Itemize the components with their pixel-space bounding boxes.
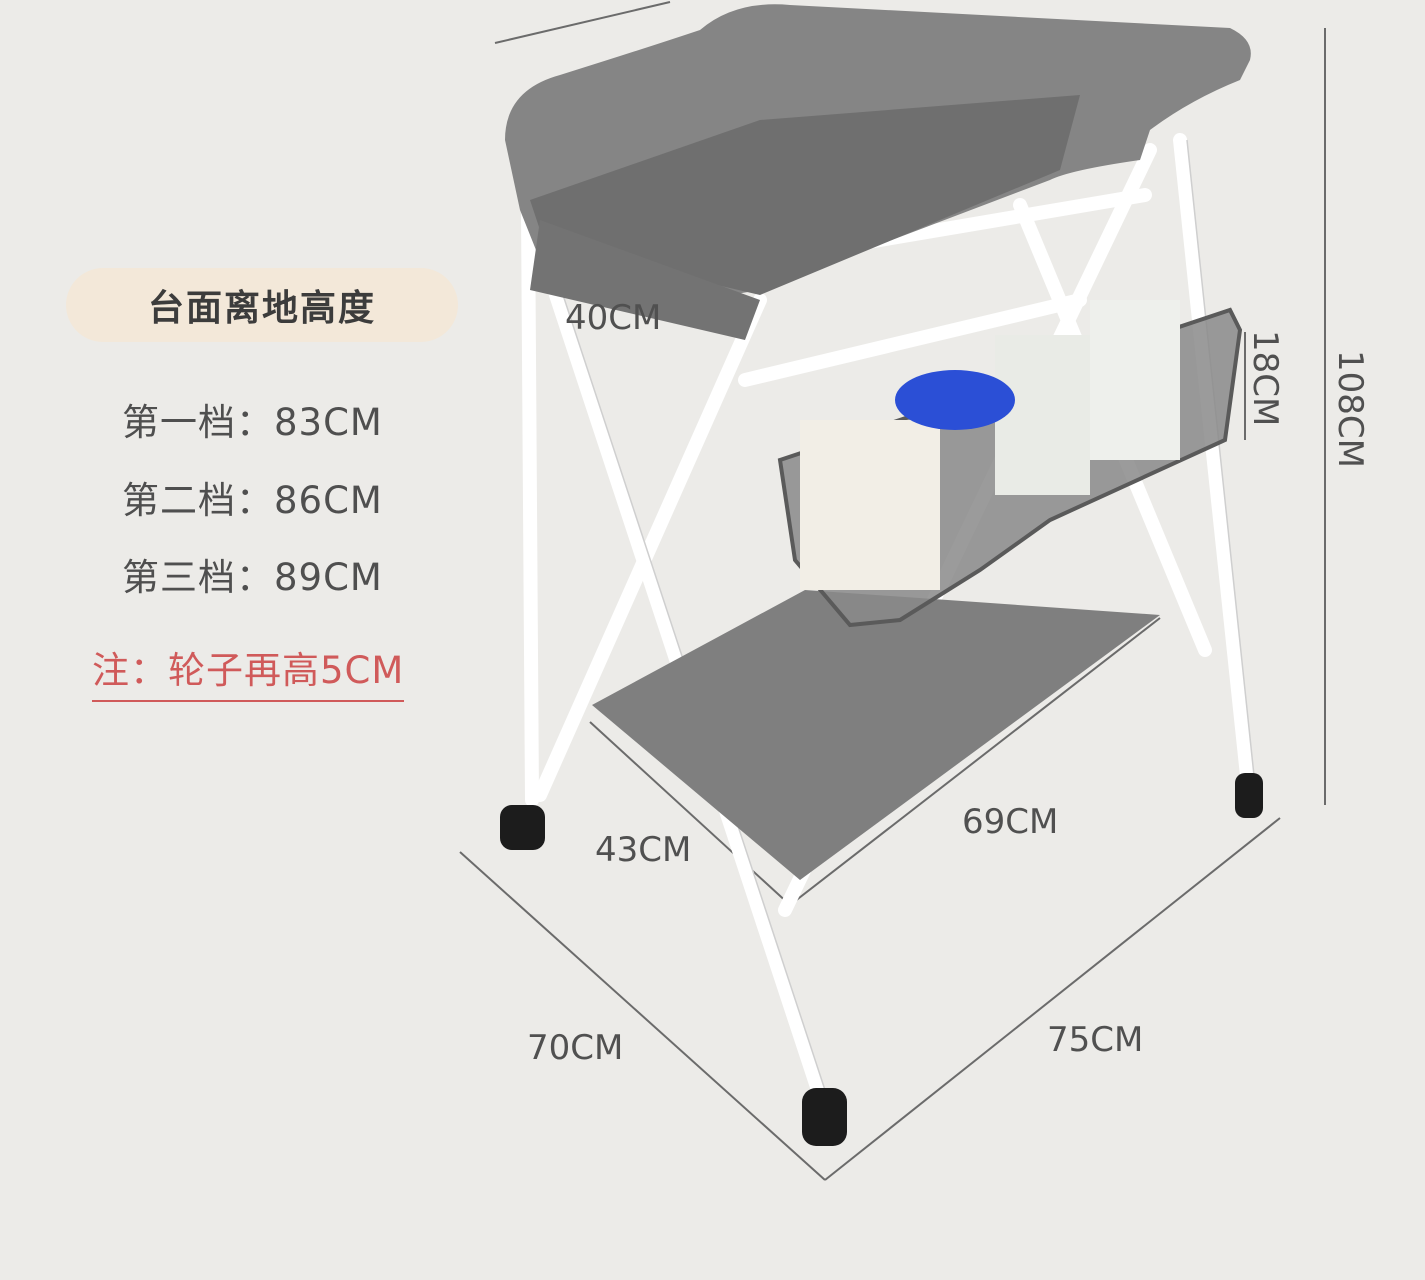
dim-shelf-length: 69CM <box>962 802 1059 842</box>
level-2: 第二档：86CM <box>122 479 383 522</box>
dim-top-width: 40CM <box>565 298 662 338</box>
table-frame-outline <box>534 139 1256 1091</box>
dimension-lines <box>459 1 1326 1181</box>
dim-total-height: 108CM <box>1330 350 1370 468</box>
diaper-pack <box>800 420 940 590</box>
wheel-note: 注：轮子再高5CM <box>92 640 405 702</box>
level-1: 第一档：83CM <box>122 401 383 444</box>
wheel <box>500 805 545 850</box>
wheel <box>802 1088 847 1146</box>
dim-basket-height: 18CM <box>1245 330 1285 427</box>
dim-base-length: 75CM <box>1047 1020 1144 1060</box>
changing-tray-front <box>530 220 760 340</box>
wheel <box>1235 773 1263 818</box>
level-3: 第三档：89CM <box>122 556 383 599</box>
wheels <box>500 773 1263 1146</box>
dim-base-depth: 70CM <box>527 1028 624 1068</box>
height-title: 台面离地高度 <box>147 288 376 329</box>
diaper-pack-2 <box>995 335 1090 495</box>
lower-shelf <box>592 590 1160 880</box>
height-title-badge: 台面离地高度 <box>66 268 458 342</box>
wipes-pack <box>1090 300 1180 460</box>
changing-pad <box>530 95 1080 295</box>
dim-shelf-depth: 43CM <box>595 830 692 870</box>
formula-can <box>895 370 1015 430</box>
